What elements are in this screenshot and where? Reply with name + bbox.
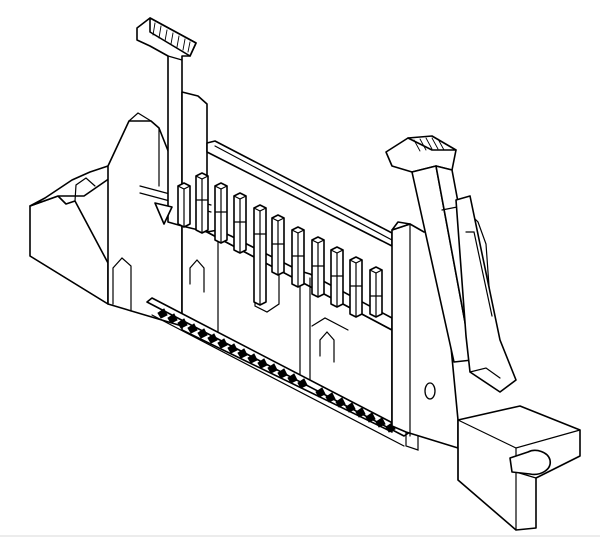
comb-teeth — [157, 308, 396, 433]
pin — [291, 226, 305, 288]
right-mounting-flange — [457, 405, 581, 531]
pin — [271, 214, 285, 276]
pin — [330, 246, 344, 308]
pin — [177, 182, 191, 228]
pin — [195, 172, 209, 234]
right-latch-arm — [385, 135, 517, 393]
pin — [214, 182, 228, 244]
pin — [369, 266, 383, 318]
right-latch-grip — [413, 137, 445, 152]
bottom-pin-comb — [146, 297, 411, 447]
pin — [349, 256, 363, 318]
pin — [253, 204, 267, 306]
pin1-marker-triangle — [154, 202, 173, 225]
pin — [311, 236, 325, 298]
right-mounting-slot — [509, 449, 551, 476]
header-pins — [177, 172, 383, 318]
right-mounting-hole — [424, 382, 436, 400]
pin — [233, 192, 247, 254]
left-latch-grip — [152, 22, 191, 53]
